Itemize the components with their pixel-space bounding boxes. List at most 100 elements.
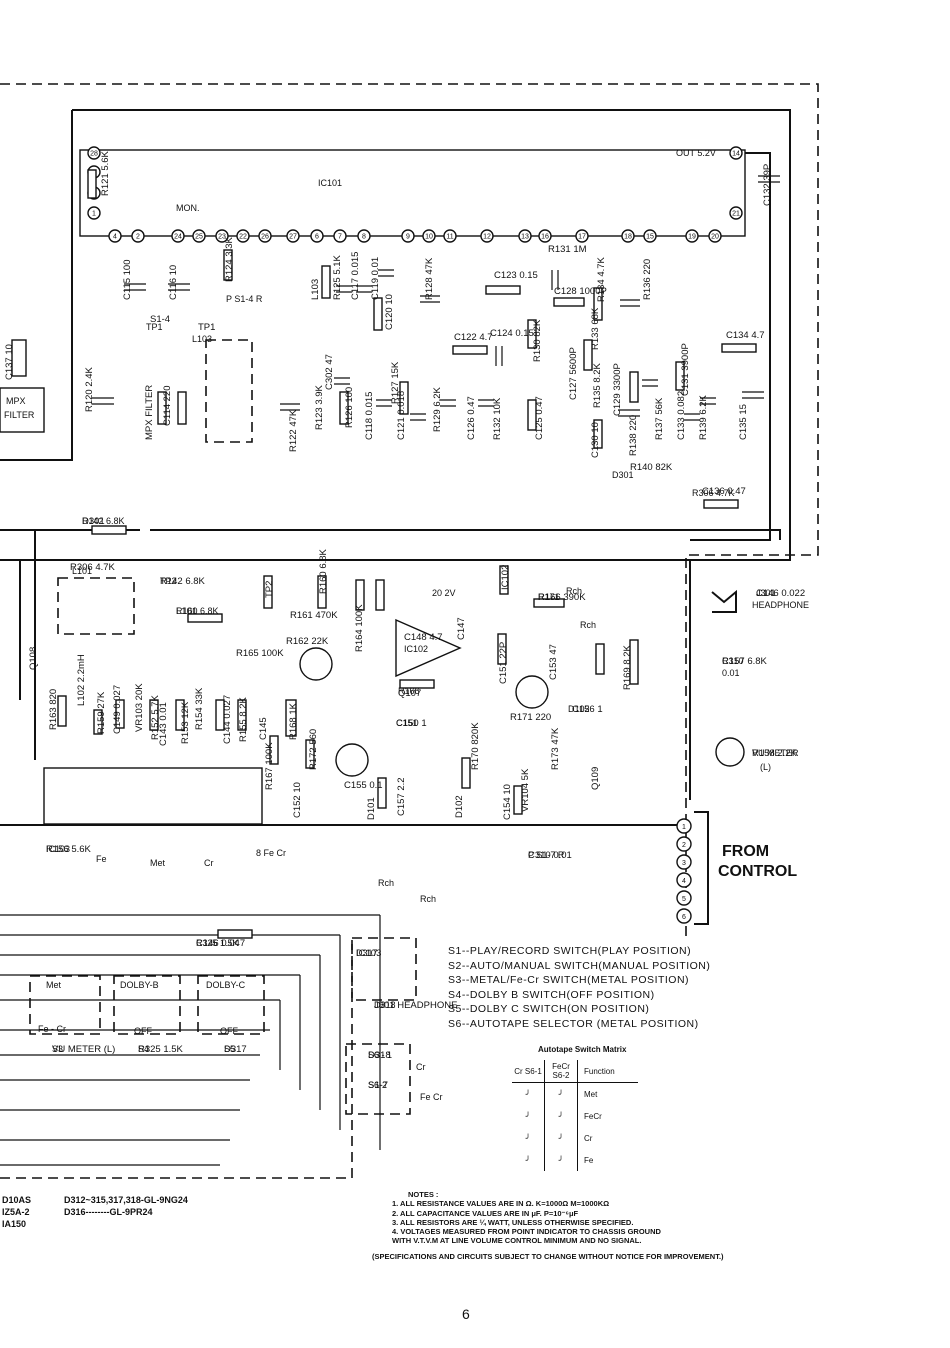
ic101-pin-21 (729, 206, 743, 220)
component-label: C153 47 (548, 644, 559, 680)
cr-label: Cr (204, 858, 214, 868)
s3-met-label: Met (46, 980, 62, 990)
control-pin-number: 6 (682, 914, 686, 921)
control-pin-3 (676, 854, 692, 870)
component-label: C130 10 (590, 422, 601, 458)
note-line: 3. ALL RESISTORS ARE ¼ WATT, UNLESS OTHE… (392, 1217, 634, 1227)
ic101-pin-number: 26 (261, 234, 269, 241)
legend-line: S3--METAL/Fe-Cr SWITCH(METAL POSITION) (448, 974, 690, 987)
headphone-label: HEADPHONE (752, 600, 809, 610)
component-label: R132 10K (492, 397, 503, 440)
ic101-pin-number: 23 (218, 234, 226, 241)
ic101-pin-number: 10 (425, 234, 433, 241)
component-label: R169 8.2K (622, 644, 633, 690)
q108-transistor (335, 743, 369, 777)
control-pin-number: 2 (682, 842, 686, 849)
component-label: R139 6.2K (698, 394, 709, 440)
s5-label: S5 (224, 1044, 235, 1054)
j301-label: J301 (756, 588, 776, 598)
component-label: R155 8.2K (238, 696, 249, 742)
component-label: R152 5.7K (150, 694, 161, 740)
ic101-pin-22 (236, 229, 250, 243)
ic101-pin-9 (401, 229, 415, 243)
component-label: Q108 (28, 647, 39, 670)
ic103-box (43, 767, 263, 825)
s5-dolby-c-label: DOLBY-C (206, 980, 246, 990)
from-control-label-2: CONTROL (718, 863, 797, 880)
note-line: 2. ALL CAPACITANCE VALUES ARE IN μF. P=1… (392, 1208, 579, 1218)
component-label: C115 100 (122, 260, 133, 301)
page-number: 6 (462, 1306, 470, 1322)
component-label: VR104 5K (520, 768, 531, 812)
component-label: C143 0.01 (158, 702, 169, 746)
control-pin-5 (676, 890, 692, 906)
component-label: R122 47K (288, 409, 299, 452)
matrix-header: Function (577, 1060, 638, 1083)
from-control-bracket (694, 811, 709, 925)
matrix-cell: ╯ (544, 1105, 578, 1127)
s1-4-label: P S1-4 R (226, 294, 263, 304)
component-label: R161 470K (290, 610, 338, 621)
component-label: R156 5.6K (46, 844, 92, 855)
component-label: C150 1 (396, 718, 427, 729)
component-label: C145 (258, 717, 269, 740)
ic101-pin-number: 9 (406, 234, 410, 241)
component-label: R129 6.2K (432, 386, 443, 432)
d318-label: D318 (374, 1000, 396, 1010)
component-label: R127 15K (390, 361, 401, 404)
control-pin-number: 3 (682, 860, 686, 867)
component-label: C133 0.082 (676, 391, 687, 440)
component-label: C122 4.7 (454, 332, 493, 343)
ic101-pin-number: 17 (578, 234, 586, 241)
ic101-pin-number: 27 (289, 234, 297, 241)
component-label: R138 220 (628, 415, 639, 456)
ic101-pin-number: 28 (90, 151, 98, 158)
component-label: S1-4 (150, 314, 170, 325)
component-label: TP2 (264, 581, 275, 598)
ic101-box (79, 149, 746, 237)
component-label: C117 0.015 (350, 252, 361, 300)
component-label: C144 0.027 (222, 695, 233, 744)
component-label: R166 390K (538, 592, 586, 603)
control-pin-number: 5 (682, 896, 686, 903)
ic101-out-wire (690, 152, 771, 541)
component-label: C127 5600P (568, 347, 579, 400)
ic101-pin-2 (131, 229, 145, 243)
ic101-pin-number: 25 (195, 234, 203, 241)
diode-line: IA150 (2, 1219, 27, 1229)
component-label: C131 3900P (680, 343, 691, 396)
ic101-pin-17 (575, 229, 589, 243)
component-label: C118 0.015 (364, 392, 375, 440)
ic101-left-bus (0, 110, 73, 461)
component-label: C135 15 (738, 404, 749, 440)
component-label: D301 (82, 516, 105, 527)
component-label: C125 0.47 (534, 396, 545, 440)
ic101-pin-1 (87, 206, 101, 220)
component-label: R120 2.4K (84, 366, 95, 412)
component-label: C116 10 (168, 265, 179, 300)
s5-off-label: OFF (220, 1026, 238, 1036)
ic101-pin-10 (422, 229, 436, 243)
ic101-pin-14 (729, 146, 743, 160)
ic101-pin-18 (621, 229, 635, 243)
lower-wiring (0, 914, 381, 1166)
mpx-filter-label-2: FILTER (4, 410, 35, 420)
component-label: R125 5.1K (332, 254, 343, 300)
legend-line: S5--DOLBY C SWITCH(ON POSITION) (448, 1003, 650, 1016)
l103-label: L103 (192, 334, 212, 344)
dashed-frame-top (0, 83, 819, 940)
diode-line: D316--------GL-9PR24 (64, 1207, 153, 1217)
component-label: C155 0.1 (344, 780, 383, 791)
rch-label-2: Rch (580, 620, 596, 630)
ic101-pin-number: 11 (446, 234, 453, 241)
ic101-label: IC101 (318, 178, 342, 188)
component-label: VU METER (L) (52, 1044, 115, 1055)
s6-fecr-label: Fe Cr (420, 1092, 443, 1102)
component-label: MPX FILTER (144, 385, 155, 440)
ic101-pin-number: 24 (174, 234, 182, 241)
ic101-pin-16 (538, 229, 552, 243)
